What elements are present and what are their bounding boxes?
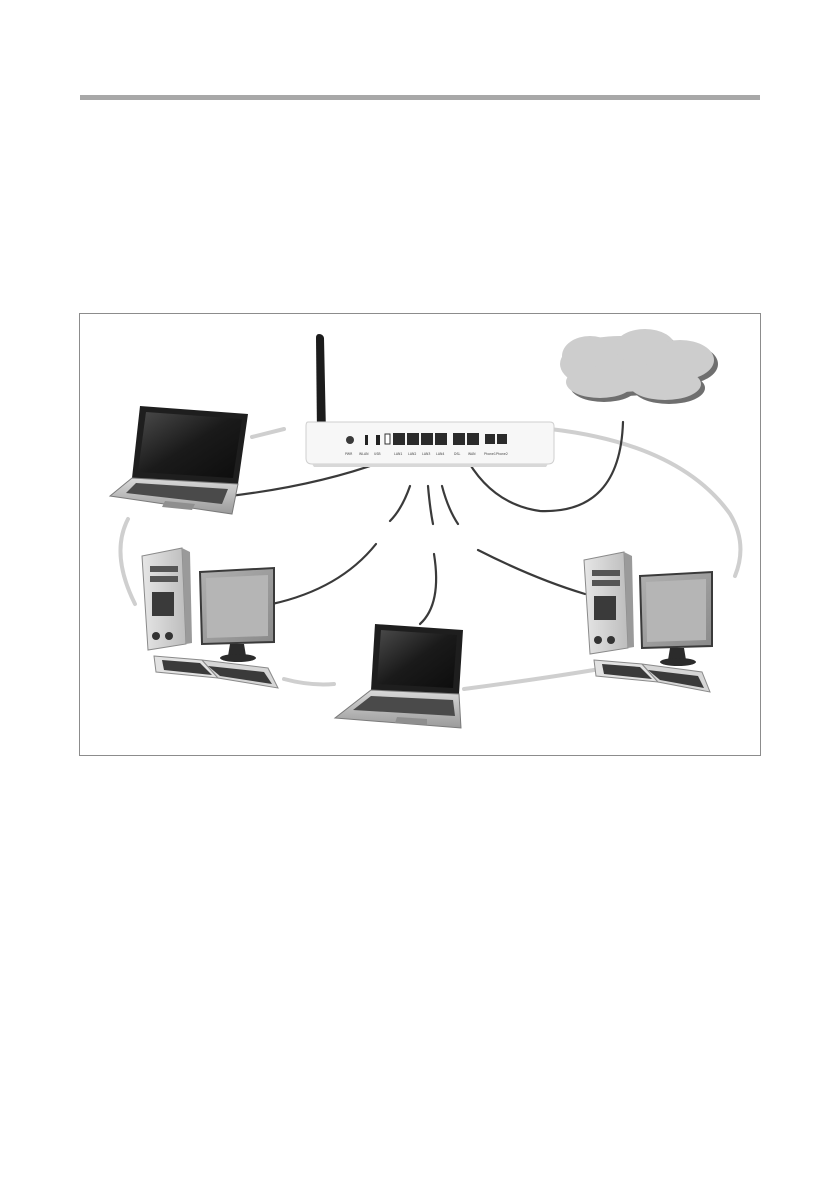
cable-desktop-right-lower: [478, 550, 585, 594]
port-label: DSL: [454, 452, 460, 456]
network-diagram-figure: PWR WLAN USB LAN1 LAN2 LAN3 LAN4 DSL WAN…: [79, 313, 761, 756]
cable-desktop-left-upper: [390, 486, 410, 521]
port-label: LAN2: [408, 452, 416, 456]
port-label: LAN4: [436, 452, 444, 456]
laptop-icon: [110, 406, 248, 514]
wlan-button-icon: [365, 435, 368, 445]
port-label: Phone1: [484, 452, 496, 456]
port-label: LAN1: [394, 452, 402, 456]
port-label: PWR: [345, 452, 353, 456]
arc-right-top: [550, 429, 740, 576]
router: PWR WLAN USB LAN1 LAN2 LAN3 LAN4 DSL WAN…: [306, 334, 554, 467]
button-icon: [385, 434, 390, 444]
desktop-computer-icon: [142, 548, 278, 688]
cable-desktop-right-upper: [442, 486, 458, 524]
arc-bottom-right: [464, 669, 600, 689]
port-label: LAN3: [422, 452, 430, 456]
arc-bottom-left: [284, 679, 334, 684]
cable-laptop-bottom-lower: [420, 554, 436, 624]
arc-left-top: [252, 429, 284, 437]
cloud-icon: [560, 329, 718, 404]
arc-left-side: [120, 519, 135, 604]
cable-laptop-bottom-upper: [428, 486, 433, 524]
top-rule: [80, 95, 760, 100]
port-label: WLAN: [359, 452, 369, 456]
power-socket-icon: [346, 436, 354, 444]
cable-desktop-left-lower: [272, 544, 376, 604]
usb-port-icon: [376, 435, 380, 445]
port-label: Phone2: [496, 452, 508, 456]
network-diagram-svg: PWR WLAN USB LAN1 LAN2 LAN3 LAN4 DSL WAN…: [80, 314, 760, 755]
desktop-computer-icon: [584, 552, 712, 692]
laptop-icon: [335, 624, 463, 728]
port-label: USB: [374, 452, 381, 456]
port-label: WAN: [468, 452, 476, 456]
